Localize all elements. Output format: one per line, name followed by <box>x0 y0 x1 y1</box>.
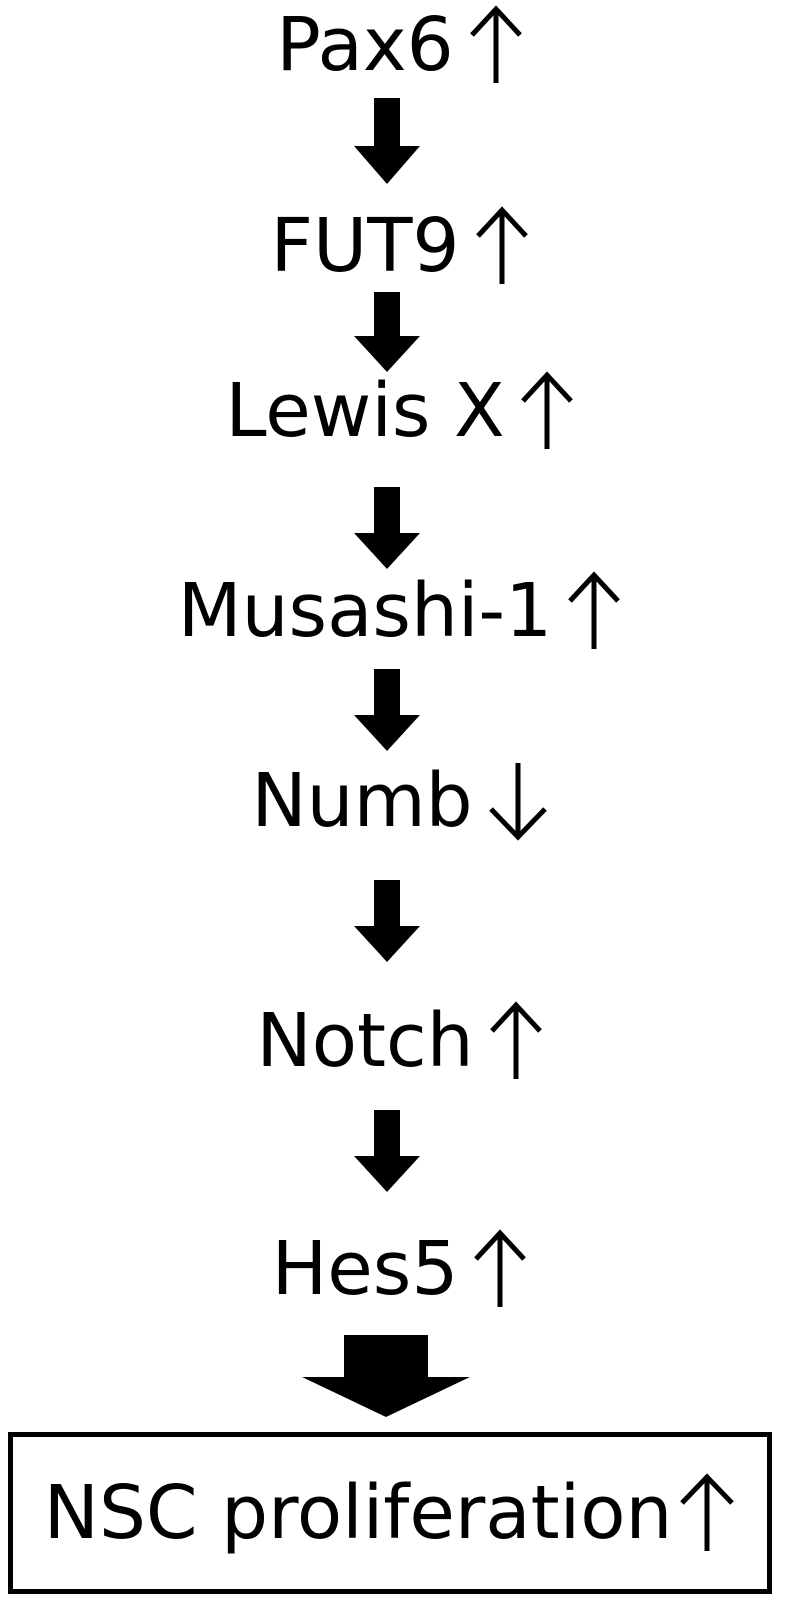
flow-arrow <box>354 880 420 962</box>
node-label: Lewis X <box>225 368 505 455</box>
up-arrow-icon <box>519 371 575 451</box>
outcome-box: NSC proliferation <box>8 1432 772 1594</box>
node-label: Hes5 <box>271 1226 459 1313</box>
node-label: Notch <box>256 998 474 1085</box>
up-arrow-icon <box>468 5 524 85</box>
node-label: FUT9 <box>270 203 460 290</box>
outcome-label: NSC proliferation <box>43 1470 673 1556</box>
node-numb: Numb <box>0 758 800 845</box>
up-arrow-icon <box>472 1229 528 1309</box>
flow-arrow <box>354 98 420 184</box>
flow-arrow <box>354 292 420 372</box>
node-fut9: FUT9 <box>0 205 800 286</box>
up-arrow-icon <box>566 571 622 651</box>
node-hes5: Hes5 <box>0 1228 800 1309</box>
up-arrow-icon <box>474 206 530 286</box>
node-pax6: Pax6 <box>0 4 800 85</box>
flow-arrow <box>354 1110 420 1192</box>
up-arrow-icon <box>678 1473 736 1553</box>
outcome-text: NSC proliferation <box>13 1437 767 1589</box>
node-label: Musashi-1 <box>177 568 553 655</box>
flow-arrow <box>354 669 420 751</box>
node-label: Pax6 <box>276 2 454 89</box>
node-lewis-x: Lewis X <box>0 370 800 451</box>
down-arrow-icon <box>487 761 549 842</box>
flow-arrow-large <box>302 1335 470 1417</box>
node-notch: Notch <box>0 1000 800 1081</box>
node-musashi-1: Musashi-1 <box>0 570 800 651</box>
node-label: Numb <box>251 758 473 845</box>
up-arrow-icon <box>488 1001 544 1081</box>
flow-arrow <box>354 487 420 569</box>
